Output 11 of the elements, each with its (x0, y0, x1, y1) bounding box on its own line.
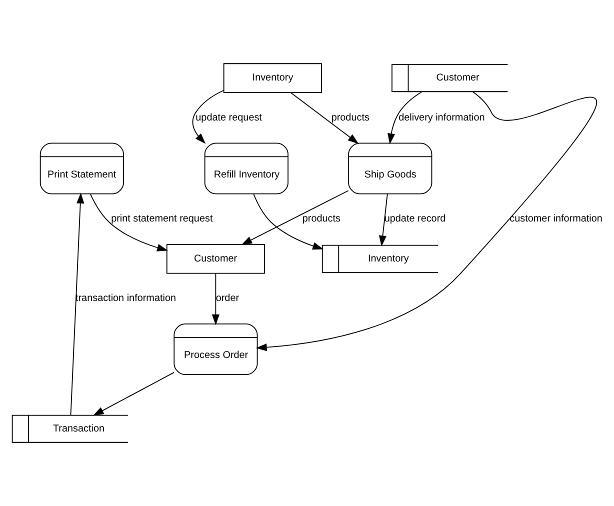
edge-label: update record (384, 214, 446, 225)
edge-label: delivery information (398, 112, 485, 124)
edge-label: products (302, 214, 341, 225)
edge-label: customer information (510, 214, 602, 225)
node-text: Inventory (368, 253, 409, 264)
edge-label: print statement request (111, 214, 213, 225)
edge-label: products (331, 112, 370, 124)
node-text: Customer (436, 72, 480, 84)
node-text: Transaction (52, 423, 105, 434)
edge-label: order (216, 293, 240, 304)
edge-label: update request (196, 112, 262, 124)
